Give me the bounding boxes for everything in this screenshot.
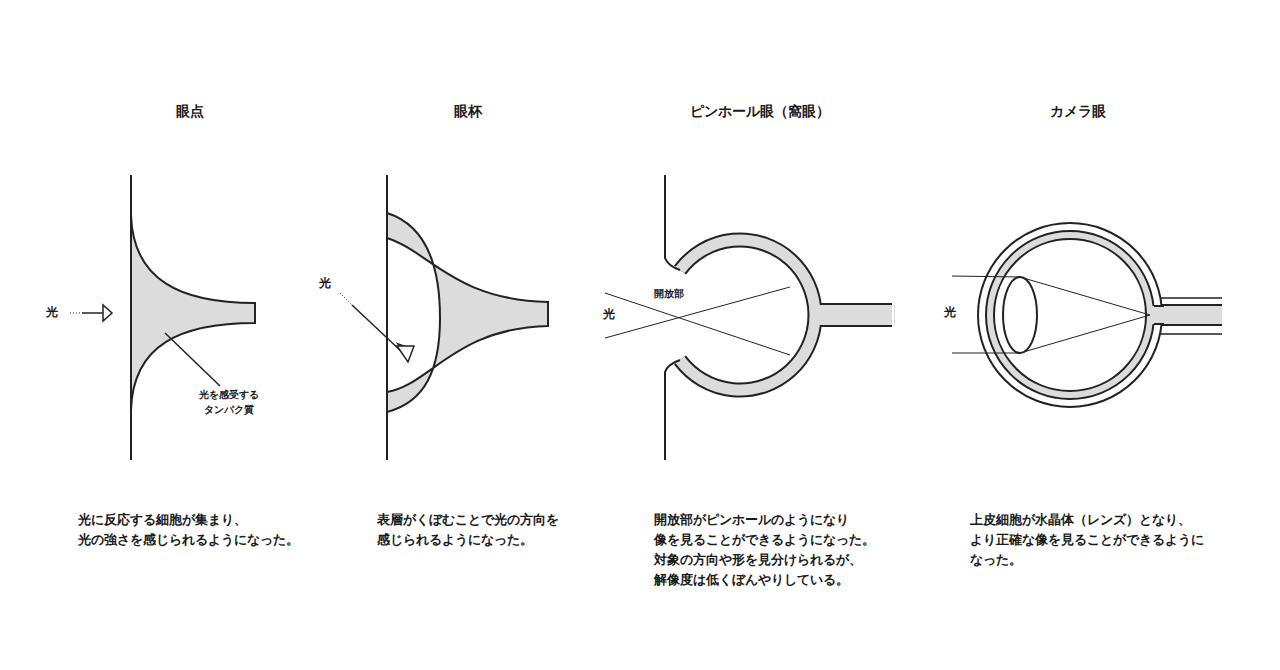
part-label: 開放部 xyxy=(654,287,684,302)
light-label: 光 xyxy=(603,306,615,323)
callout-label: 光を感受する タンパク質 xyxy=(192,388,266,417)
light-label: 光 xyxy=(944,304,956,321)
caption-text: 光に反応する細胞が集まり、 光の強さを感じられるようになった。 xyxy=(78,510,368,550)
caption-text: 表層がくぼむことで光の方向を 感じられるようになった。 xyxy=(377,510,667,550)
caption-text: 開放部がピンホールのようになり 像を見ることができるようになった。 対象の方向や… xyxy=(654,510,944,591)
eyespot-figure xyxy=(70,175,255,460)
light-label: 光 xyxy=(319,275,331,292)
eyecup-figure xyxy=(340,175,548,460)
stage-heading: 眼点 xyxy=(176,101,204,121)
caption-text: 上皮細胞が水晶体（レンズ）となり、 より正確な像を見ることができるように なった… xyxy=(970,510,1232,570)
camera-eye-figure xyxy=(952,223,1222,407)
pinhole-eye-figure xyxy=(605,175,895,460)
light-label: 光 xyxy=(46,304,58,321)
stage-heading: ピンホール眼（窩眼） xyxy=(690,101,830,121)
stage-heading: カメラ眼 xyxy=(1050,101,1106,121)
stage-heading: 眼杯 xyxy=(454,101,482,121)
